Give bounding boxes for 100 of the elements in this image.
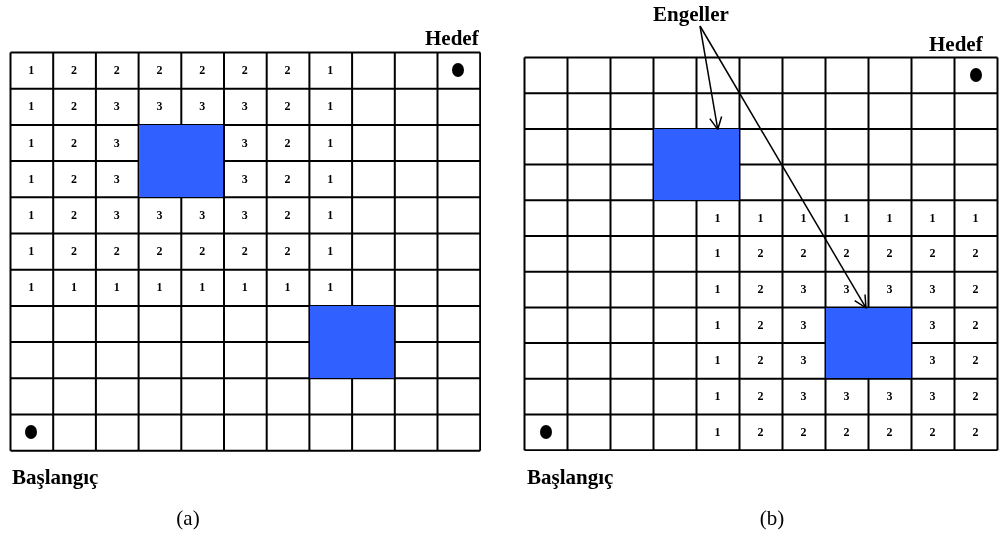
cell-number: 1	[28, 135, 35, 150]
cell-number: 1	[327, 99, 334, 114]
cell-number: 2	[156, 244, 163, 259]
cell-number: 2	[757, 389, 764, 404]
cell-number: 2	[113, 244, 120, 259]
cell-number: 2	[929, 246, 936, 261]
cell-number: 1	[714, 210, 721, 225]
cell-number: 2	[972, 246, 979, 261]
cell-number: 2	[757, 317, 764, 332]
cell-number: 1	[28, 207, 35, 222]
text-label: Hedef	[425, 26, 479, 50]
cell-number: 2	[284, 99, 291, 114]
cell-number: 2	[284, 244, 291, 259]
cell-number: 2	[241, 63, 248, 78]
obstacle-block	[654, 129, 739, 200]
cell-number: 3	[886, 282, 893, 297]
cell-number: 1	[800, 210, 807, 225]
cell-number: 1	[886, 210, 893, 225]
cell-number: 2	[284, 207, 291, 222]
cell-number: 2	[972, 389, 979, 404]
cell-number: 1	[327, 244, 334, 259]
cell-number: 2	[972, 353, 979, 368]
cell-number: 1	[28, 63, 35, 78]
obstacle-block	[309, 306, 395, 378]
cell-number: 3	[113, 207, 120, 222]
obstacle-block	[826, 307, 911, 379]
cell-number: 3	[800, 282, 807, 297]
cell-number: 1	[714, 317, 721, 332]
cell-number: 2	[199, 63, 206, 78]
cell-number: 3	[199, 207, 206, 222]
cell-number: 3	[843, 282, 850, 297]
cell-number: 1	[28, 244, 35, 259]
cell-number: 3	[241, 99, 248, 114]
cell-number: 3	[156, 99, 163, 114]
cell-number: 2	[71, 135, 78, 150]
cell-number: 2	[843, 246, 850, 261]
cell-number: 2	[156, 63, 163, 78]
cell-number: 1	[929, 210, 936, 225]
cell-number: 3	[800, 389, 807, 404]
cell-number: 2	[757, 353, 764, 368]
cell-number: 1	[757, 210, 764, 225]
panel-caption: (a)	[176, 506, 200, 530]
cell-number: 2	[800, 246, 807, 261]
cell-number: 2	[886, 424, 893, 439]
panel-caption: (b)	[759, 506, 785, 530]
cell-number: 1	[714, 246, 721, 261]
cell-number: 2	[972, 282, 979, 297]
cell-number: 2	[71, 244, 78, 259]
cell-number: 2	[71, 171, 78, 186]
cell-number: 1	[843, 210, 850, 225]
cell-number: 3	[929, 317, 936, 332]
cell-number: 3	[800, 353, 807, 368]
cell-number: 2	[757, 424, 764, 439]
cell-number: 1	[199, 280, 206, 295]
cell-number: 2	[886, 246, 893, 261]
cell-number: 2	[929, 424, 936, 439]
cell-number: 3	[156, 207, 163, 222]
text-label: Hedef	[929, 32, 983, 56]
cell-number: 1	[714, 353, 721, 368]
cell-number: 2	[972, 424, 979, 439]
cell-number: 1	[714, 389, 721, 404]
cell-number: 3	[199, 99, 206, 114]
cell-number: 2	[71, 207, 78, 222]
cell-number: 1	[327, 171, 334, 186]
cell-number: 2	[800, 424, 807, 439]
cell-number: 2	[843, 424, 850, 439]
cell-number: 1	[71, 280, 78, 295]
cell-number: 1	[156, 280, 163, 295]
obstacle-block	[139, 125, 224, 197]
cell-number: 2	[757, 282, 764, 297]
arrow	[699, 25, 867, 309]
cell-number: 3	[241, 135, 248, 150]
cell-number: 3	[113, 99, 120, 114]
cell-number: 3	[113, 171, 120, 186]
cell-number: 3	[113, 135, 120, 150]
callout-label: Engeller	[653, 2, 729, 26]
cell-number: 2	[284, 171, 291, 186]
cell-number: 3	[241, 207, 248, 222]
cell-number: 3	[800, 317, 807, 332]
cell-number: 3	[929, 282, 936, 297]
cell-number: 1	[28, 280, 35, 295]
cell-number: 2	[284, 135, 291, 150]
cell-number: 1	[714, 282, 721, 297]
text-label: Başlangıç	[12, 465, 99, 489]
cell-number: 1	[28, 99, 35, 114]
cell-number: 1	[284, 280, 291, 295]
cell-number: 2	[199, 244, 206, 259]
cell-number: 2	[71, 99, 78, 114]
cell-number: 3	[929, 389, 936, 404]
cell-number: 2	[757, 246, 764, 261]
cell-number: 2	[241, 244, 248, 259]
cell-number: 1	[327, 135, 334, 150]
cell-number: 1	[972, 210, 979, 225]
cell-number: 1	[28, 171, 35, 186]
cell-number: 1	[241, 280, 248, 295]
cell-number: 1	[327, 63, 334, 78]
cell-number: 1	[714, 424, 721, 439]
cell-number: 2	[113, 63, 120, 78]
cell-number: 3	[843, 389, 850, 404]
cell-number: 2	[972, 317, 979, 332]
